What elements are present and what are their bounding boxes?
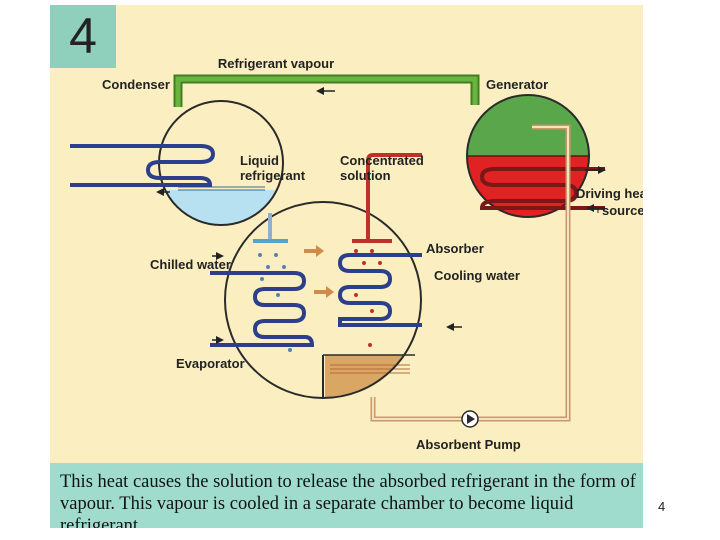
driving-heat-source-label-line1: Driving heat — [576, 186, 643, 201]
generator-label: Generator — [486, 77, 548, 92]
absorbent-pump-label: Absorbent Pump — [416, 437, 521, 452]
step-number: 4 — [69, 8, 97, 64]
refrigerant-vapour-label: Refrigerant vapour — [218, 56, 334, 71]
solution-spray-bar — [352, 239, 392, 243]
chilled-water-coil — [210, 271, 315, 347]
concentrated-solution-pipe — [366, 153, 422, 239]
page-number: 4 — [658, 499, 666, 514]
chilled-water-label: Chilled water — [150, 257, 231, 272]
condenser-label: Condenser — [102, 77, 170, 92]
liquid-refrigerant-label-line1: Liquid — [240, 153, 279, 168]
solution-droplets — [354, 249, 382, 347]
cooling-water-coil — [337, 253, 422, 327]
concentrated-solution-label-line2: solution — [340, 168, 391, 183]
diagram-panel: Refrigerant vapour Condenser Generator L… — [50, 5, 643, 528]
step-number-box: 4 — [50, 5, 116, 68]
concentrated-solution-label-line1: Concentrated — [340, 153, 424, 168]
generator-vessel — [466, 94, 605, 218]
driving-heat-source-label-line2: source — [602, 203, 643, 218]
caption-box: This heat causes the solution to release… — [50, 463, 643, 528]
liquid-refrigerant-label-line2: refrigerant — [240, 168, 306, 183]
refrigerant-vapour-pipe — [173, 74, 480, 107]
refrigerant-spray-bar — [253, 239, 288, 243]
vapour-transfer-arrows — [304, 245, 334, 298]
cooling-water-label: Cooling water — [434, 268, 520, 283]
evaporator-label: Evaporator — [176, 356, 245, 371]
caption-text: This heat causes the solution to release… — [60, 472, 636, 528]
absorption-chiller-diagram: Refrigerant vapour Condenser Generator L… — [70, 56, 643, 452]
refrigerant-droplets — [258, 253, 292, 352]
absorber-label: Absorber — [426, 241, 484, 256]
